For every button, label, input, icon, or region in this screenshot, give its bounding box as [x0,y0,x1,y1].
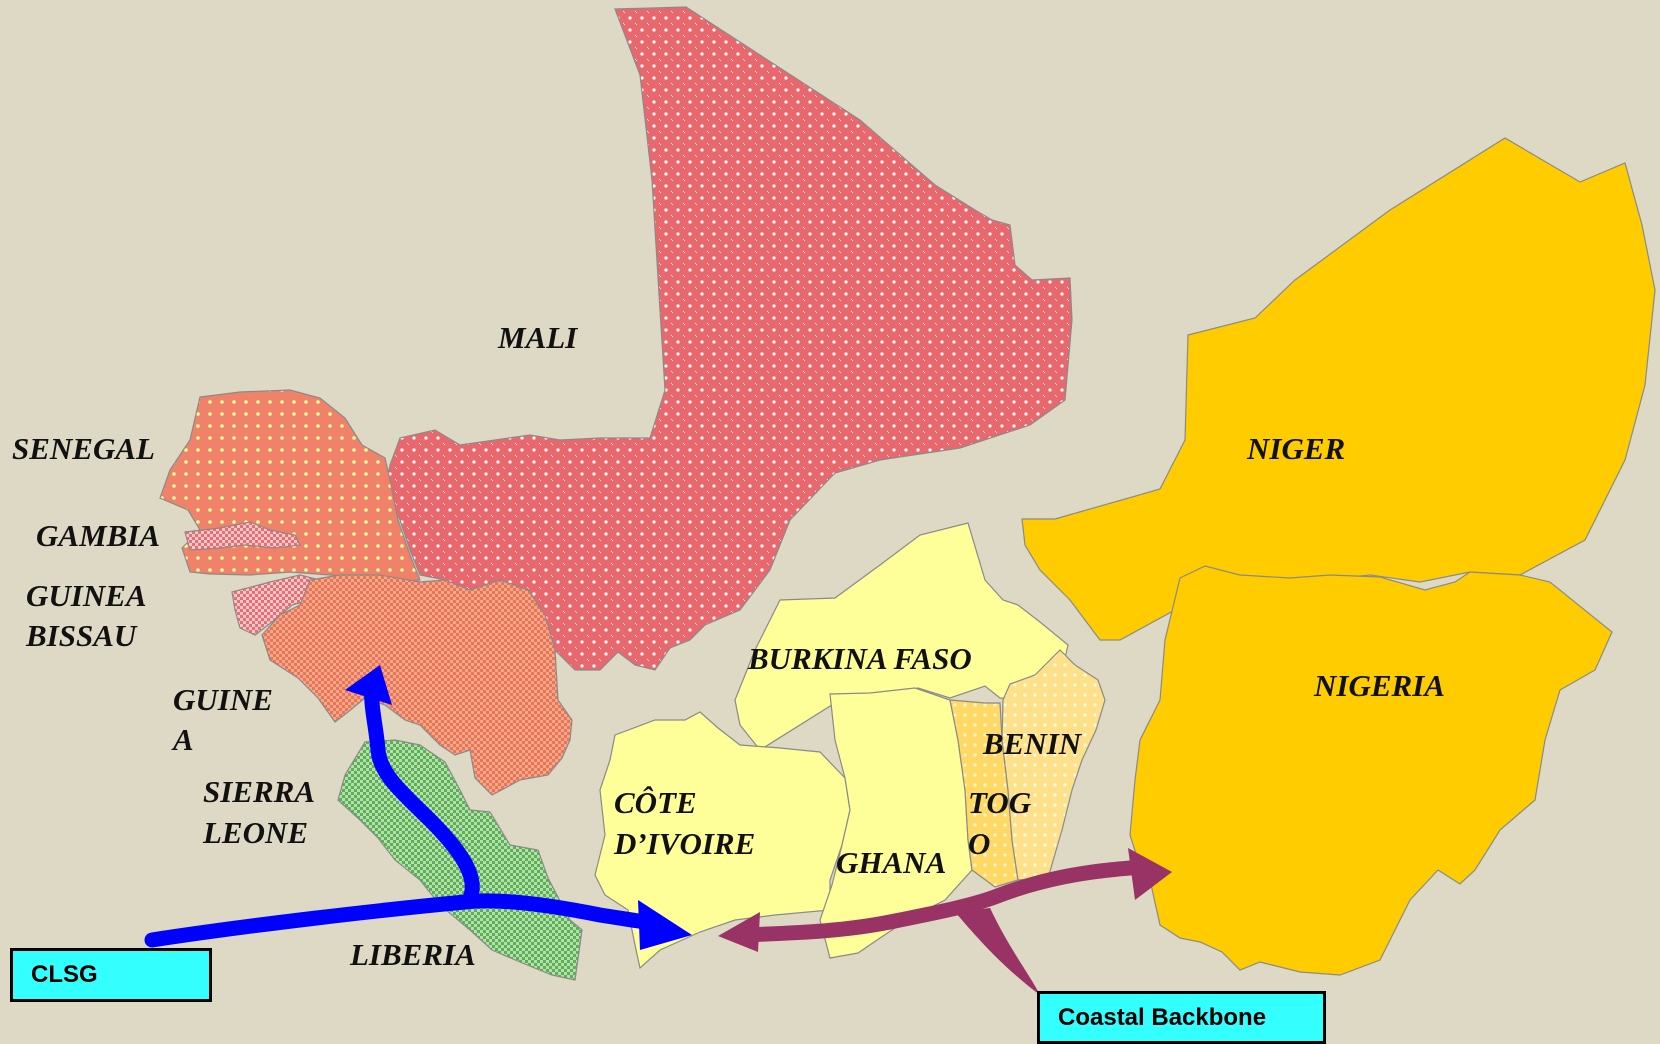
country-benin [1001,649,1106,881]
label-benin: BENIN [983,726,1082,761]
label-guinea-line1: GUINE [173,682,273,717]
label-togo-line1: TOG [968,785,1032,820]
country-niger [1021,137,1656,641]
label-guinea-line2: A [173,722,194,757]
coastal-arrowhead-west [718,912,760,952]
country-mali [384,6,1073,671]
coastal-backbone-arrow [737,860,1138,943]
label-senegal: SENEGAL [12,431,155,466]
coastal-backbone-branch [955,908,1040,995]
label-guinea-bissau-line1: GUINEA [26,578,147,613]
legend-clsg-label: CLSG [31,961,98,988]
legend-coastal-backbone-label: Coastal Backbone [1058,1004,1267,1031]
legend-coastal-backbone: Coastal Backbone [1037,991,1326,1044]
label-nigeria: NIGERIA [1314,668,1445,703]
label-cote-divoire-line1: CÔTE [614,785,697,820]
label-burkina-faso: BURKINA FASO [748,641,972,676]
label-guinea-bissau-line2: BISSAU [26,618,137,653]
clsg-arrowhead-north [345,665,392,705]
legend-clsg: CLSG [10,948,212,1002]
clsg-arrow [144,677,653,948]
country-guinea [261,574,573,796]
label-sierra-leone-line2: LEONE [203,815,309,850]
label-liberia: LIBERIA [350,937,476,972]
label-gambia: GAMBIA [36,518,161,553]
country-guinea-bissau [231,574,321,636]
country-senegal [159,389,421,583]
label-cote-divoire-line2: D’IVOIRE [614,826,756,861]
country-nigeria [1129,565,1613,976]
label-togo-line2: O [968,826,991,861]
clsg-arrowhead-east [638,900,692,950]
label-niger: NIGER [1247,431,1346,466]
country-cote-divoire [594,711,851,970]
label-ghana: GHANA [836,845,947,880]
country-gambia [184,521,301,551]
coastal-arrowhead-east [1128,848,1172,900]
label-sierra-leone-line1: SIERRA [203,774,316,809]
label-mali: MALI [498,320,578,355]
